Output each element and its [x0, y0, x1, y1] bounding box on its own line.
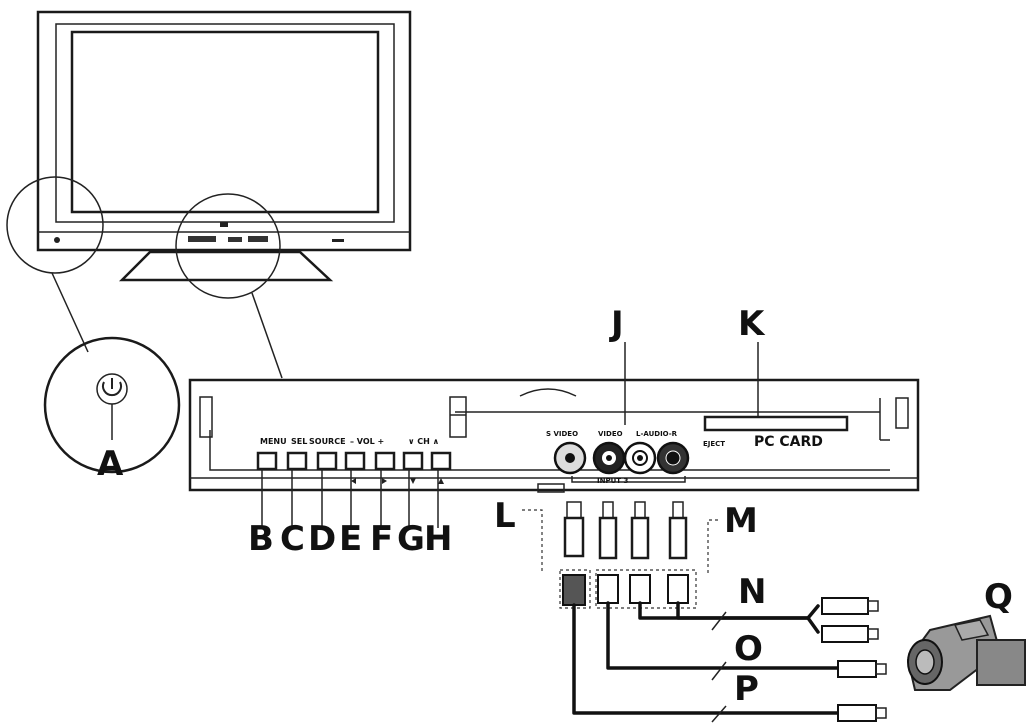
power-button-detail [43, 336, 181, 474]
menu-button[interactable] [256, 451, 278, 471]
panel-buttons: MENU SEL SOURCE – VOL + ∨ CH ∧ [256, 437, 452, 528]
callout-j: J [609, 304, 624, 344]
s-video-label: S VIDEO [546, 430, 578, 438]
callout-f: F [370, 519, 393, 559]
video-label: VIDEO [598, 430, 623, 438]
power-zoom-circle [6, 176, 104, 274]
ch-down-button[interactable] [402, 451, 424, 471]
source-label: SOURCE [309, 437, 346, 446]
callout-p: P [734, 669, 759, 709]
sel-button[interactable] [286, 451, 308, 471]
callout-o: O [734, 629, 763, 669]
eject-label: EJECT [703, 440, 725, 448]
callout-h: H [424, 519, 452, 559]
callout-l: L [494, 496, 516, 536]
cables [572, 601, 840, 723]
cable-plugs [559, 501, 697, 609]
callout-g: G [397, 519, 425, 559]
callout-a: A [97, 444, 124, 484]
ch-label: ∨ CH ∧ [408, 437, 439, 446]
vol-label: – VOL + [350, 437, 384, 446]
down-arrow-icon [410, 478, 416, 484]
callout-k: K [738, 304, 766, 344]
tv-stand [118, 250, 334, 282]
tv-power-led [54, 237, 60, 243]
pc-card-slot [703, 415, 849, 432]
input-3-label: INPUT 3 [597, 477, 628, 485]
source-button[interactable] [316, 451, 338, 471]
audio-label: L-AUDIO-R [636, 430, 678, 438]
tv-logo [220, 222, 228, 227]
sel-label: SEL [291, 437, 307, 446]
callout-e: E [339, 519, 362, 559]
camcorder-icon [906, 614, 1026, 691]
left-arrow-icon [351, 478, 356, 484]
callout-b: B [248, 519, 274, 559]
right-arrow-icon [382, 478, 387, 484]
callout-q: Q [984, 577, 1013, 617]
camcorder-plugs [821, 597, 887, 722]
callout-n: N [738, 572, 766, 612]
tv-monitor [36, 10, 412, 282]
callout-c: C [280, 519, 305, 559]
up-arrow-icon [438, 478, 444, 484]
ch-up-button[interactable] [430, 451, 452, 471]
vol-up-button[interactable] [374, 451, 396, 471]
pc-card-label: PC CARD [754, 434, 823, 450]
callout-d: D [308, 519, 336, 559]
menu-label: MENU [260, 437, 287, 446]
callout-m: M [724, 501, 758, 541]
callout-labels: A B C D E F G H J K L M N O P Q [97, 304, 1013, 709]
panel-zoom-circle [175, 193, 281, 299]
vol-down-button[interactable] [344, 451, 366, 471]
input-jacks: S VIDEO VIDEO L-AUDIO-R INPUT 3 [546, 430, 690, 485]
